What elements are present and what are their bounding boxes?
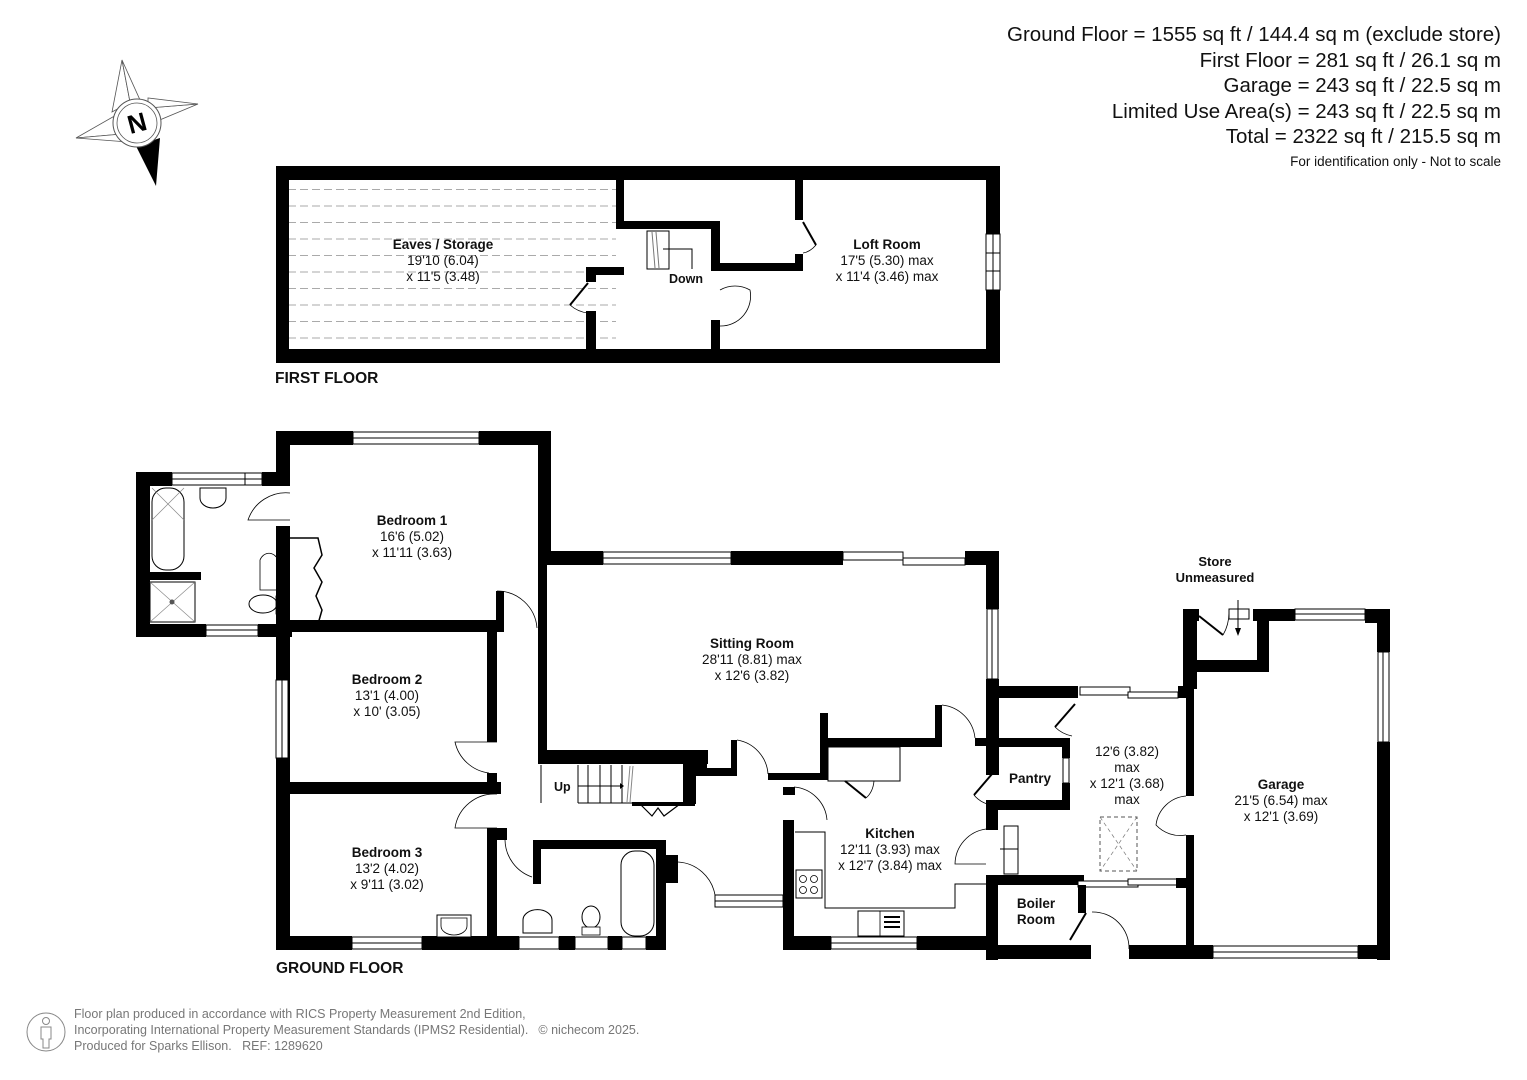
footer-line-3: Produced for Sparks Ellison. REF: 128962… xyxy=(74,1039,323,1053)
person-icon xyxy=(26,1012,66,1052)
room-loft-room: Loft Room 17'5 (5.30) max x 11'4 (3.46) … xyxy=(835,237,939,284)
first-floor-label: FIRST FLOOR xyxy=(275,370,379,387)
footer-line-2: Incorporating International Property Mea… xyxy=(74,1023,529,1037)
north-compass-icon: N xyxy=(75,59,199,186)
room-bedroom-1: Bedroom 1 16'6 (5.02) x 11'11 (3.63) xyxy=(371,513,453,560)
scale-disclaimer: For identification only - Not to scale xyxy=(1290,153,1501,169)
room-bedroom-2: Bedroom 2 13'1 (4.00) x 10' (3.05) xyxy=(351,672,423,719)
stairs-down-label: Down xyxy=(669,272,704,286)
ground-floor-plan xyxy=(136,431,1390,960)
area-first-floor: First Floor = 281 sq ft / 26.1 sq m xyxy=(1199,48,1501,72)
footer-credits: Floor plan produced in accordance with R… xyxy=(74,1006,639,1054)
footer-copyright: © nichecom 2025. xyxy=(538,1023,640,1037)
room-garage: Garage 21'5 (6.54) max x 12'1 (3.69) xyxy=(1234,777,1328,824)
room-sitting-room: Sitting Room 28'11 (8.81) max x 12'6 (3.… xyxy=(702,636,802,683)
room-store: Store Unmeasured xyxy=(1175,554,1255,585)
stairs-up-label: Up xyxy=(554,780,571,794)
room-pantry: Pantry xyxy=(1008,771,1052,786)
area-total: Total = 2322 sq ft / 215.5 sq m xyxy=(1225,125,1501,148)
footer-line-1: Floor plan produced in accordance with R… xyxy=(74,1007,526,1021)
room-utility: 12'6 (3.82) max x 12'1 (3.68) max xyxy=(1089,744,1165,807)
room-kitchen: Kitchen 12'11 (3.93) max x 12'7 (3.84) m… xyxy=(838,826,942,873)
room-eaves-storage: Eaves / Storage 19'10 (6.04) x 11'5 (3.4… xyxy=(392,237,494,284)
area-ground-floor: Ground Floor = 1555 sq ft / 144.4 sq m (… xyxy=(1007,23,1501,46)
area-garage: Garage = 243 sq ft / 22.5 sq m xyxy=(1223,74,1501,97)
first-floor-plan xyxy=(276,166,1001,363)
ground-floor-label: GROUND FLOOR xyxy=(276,960,404,977)
room-bedroom-3: Bedroom 3 13'2 (4.02) x 9'11 (3.02) xyxy=(350,845,424,892)
area-limited-use: Limited Use Area(s) = 243 sq ft / 22.5 s… xyxy=(1111,99,1501,123)
room-boiler-room: Boiler Room xyxy=(1016,896,1056,927)
area-summary: Ground Floor = 1555 sq ft / 144.4 sq m (… xyxy=(1007,22,1501,172)
